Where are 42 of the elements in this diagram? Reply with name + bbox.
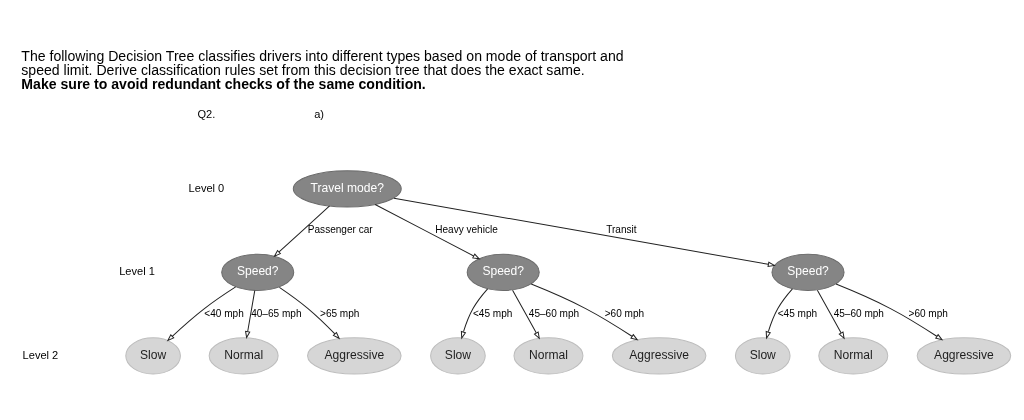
edge-label: Transit (606, 223, 637, 235)
edge-label: <40 mph (204, 307, 244, 319)
node-ellipse: Aggressive (916, 336, 1012, 374)
edge-label: 40–65 mph (251, 307, 302, 319)
diagram-title: The following Decision Tree classifies drivers into different types based on mode of transport and speed limit. Derive classification rules set from this decision tree that does the exact same. Make sure to avoid redundant checks of the same condition. (21, 47, 624, 92)
edge-label: Heavy vehicle (435, 223, 498, 235)
edge-label: >65 mph (320, 307, 360, 319)
node-ellipse: Slow (430, 336, 486, 374)
label: Level 2 (22, 348, 59, 361)
edge-label: <45 mph (472, 307, 513, 319)
arrow (512, 289, 540, 340)
label: a) (314, 107, 325, 120)
edge-label: <45 mph (777, 307, 818, 319)
arrow (835, 283, 944, 341)
label: Level 1 (119, 264, 155, 277)
label: Level 0 (188, 181, 225, 194)
node-ellipse: Travel mode? (292, 169, 402, 207)
edge-label: >60 mph (604, 307, 645, 319)
node-ellipse: Aggressive (307, 336, 402, 374)
arrow (374, 203, 481, 259)
node-ellipse: Aggressive (611, 336, 707, 374)
arrow (273, 204, 331, 257)
arrow (393, 197, 776, 267)
edge-label: Passenger car (307, 223, 373, 235)
arrow (765, 287, 793, 339)
arrow (278, 286, 341, 339)
node-ellipse: Slow (125, 336, 181, 374)
edge-label: 45–60 mph (833, 307, 884, 319)
arrow (244, 289, 256, 339)
node-ellipse: Normal (513, 336, 584, 374)
arrow (816, 289, 845, 340)
node-ellipse: Speed? (221, 253, 295, 291)
node-ellipse: Speed? (771, 253, 845, 291)
arrow (166, 285, 237, 342)
label: Q2. (197, 107, 216, 120)
arrow (460, 287, 489, 339)
node-ellipse: Slow (734, 336, 791, 374)
edge-label: >60 mph (908, 307, 948, 319)
node-ellipse: Normal (818, 336, 889, 374)
arrow (530, 283, 639, 341)
node-ellipse: Normal (208, 336, 279, 374)
edge-label: 45–60 mph (528, 307, 580, 319)
